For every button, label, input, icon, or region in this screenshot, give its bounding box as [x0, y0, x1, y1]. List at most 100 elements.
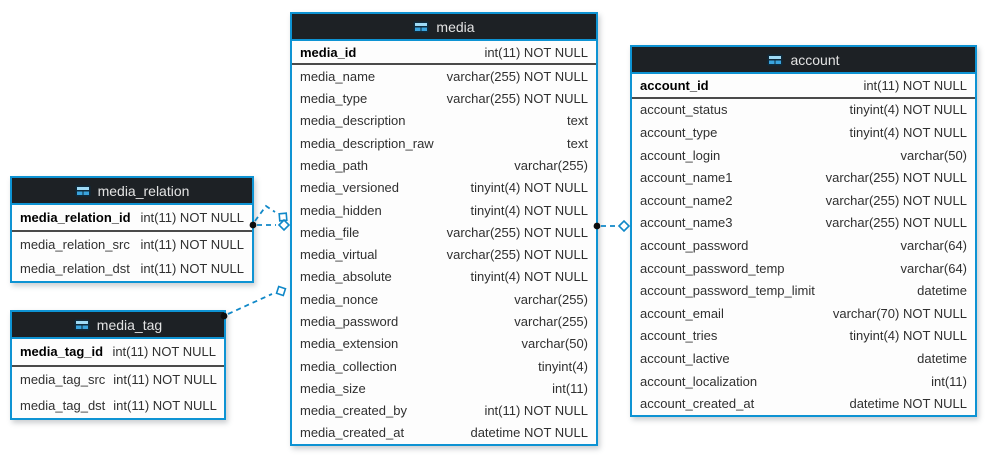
pk-divider — [12, 229, 252, 232]
column-name: account_name3 — [640, 215, 733, 231]
table-header-account[interactable]: account — [632, 47, 975, 74]
column-row-media_tag_src: media_tag_src int(11) NOT NULL — [12, 367, 224, 393]
column-type: int(11) NOT NULL — [112, 344, 216, 360]
column-row-media_versioned: media_versioned tinyint(4) NOT NULL — [292, 177, 596, 199]
table-header-media-relation[interactable]: media_relation — [12, 178, 252, 205]
column-type: varchar(50) — [900, 147, 967, 163]
column-type: int(11) — [552, 380, 588, 396]
column-type: int(11) NOT NULL — [140, 261, 244, 277]
column-name: account_id — [640, 77, 709, 93]
pk-section: account_id int(11) NOT NULL — [632, 74, 975, 97]
column-name: media_name — [300, 68, 376, 84]
column-row-account_name3: account_name3 varchar(255) NOT NULL — [632, 212, 975, 235]
table-media[interactable]: media media_id int(11) NOT NULL media_nam… — [290, 12, 598, 446]
column-type: datetime — [917, 283, 967, 299]
column-type: tinyint(4) NOT NULL — [849, 102, 967, 118]
column-type: text — [567, 113, 588, 129]
column-type: int(11) NOT NULL — [484, 44, 588, 60]
column-name: media_tag_id — [20, 344, 104, 360]
column-row-media_description: media_description text — [292, 110, 596, 132]
column-name: media_description_raw — [300, 135, 434, 151]
column-name: media_nonce — [300, 291, 379, 307]
relation-endpoint-diamond — [275, 285, 287, 297]
column-name: media_hidden — [300, 202, 382, 218]
column-name: media_relation_dst — [20, 261, 130, 277]
column-name: account_name2 — [640, 192, 733, 208]
column-name: media_virtual — [300, 247, 378, 263]
column-name: media_versioned — [300, 180, 400, 196]
column-type: varchar(255) NOT NULL — [446, 224, 588, 240]
column-type: varchar(255) — [514, 291, 588, 307]
relation-endpoint-diamond — [277, 218, 291, 232]
column-name: media_path — [300, 158, 368, 174]
relation-media-relation-to-media[interactable] — [249, 204, 291, 232]
column-name: media_absolute — [300, 269, 392, 285]
column-type: int(11) NOT NULL — [863, 77, 967, 93]
column-type: varchar(255) NOT NULL — [825, 192, 967, 208]
column-row-account_id: account_id int(11) NOT NULL — [632, 74, 975, 97]
column-type: varchar(255) — [514, 314, 588, 330]
table-media-tag[interactable]: media_tag media_tag_id int(11) NOT NULL m… — [10, 310, 226, 420]
column-type: int(11) NOT NULL — [484, 403, 588, 419]
column-type: int(11) NOT NULL — [113, 397, 217, 413]
column-name: account_type — [640, 124, 718, 140]
column-type: int(11) NOT NULL — [140, 236, 244, 252]
column-type: datetime NOT NULL — [849, 396, 967, 412]
column-type: varchar(255) NOT NULL — [446, 91, 588, 107]
table-icon — [767, 54, 783, 66]
column-type: varchar(255) NOT NULL — [825, 170, 967, 186]
column-row-media_nonce: media_nonce varchar(255) — [292, 288, 596, 310]
column-name: media_tag_src — [20, 372, 106, 387]
column-name: media_created_at — [300, 425, 405, 441]
relation-media-to-account[interactable] — [593, 219, 631, 233]
column-name: account_tries — [640, 328, 718, 344]
column-name: media_extension — [300, 336, 399, 352]
column-type: varchar(255) — [514, 158, 588, 174]
table-icon — [75, 185, 91, 197]
column-type: varchar(255) NOT NULL — [825, 215, 967, 231]
column-type: tinyint(4) NOT NULL — [470, 269, 588, 285]
table-account[interactable]: account account_id int(11) NOT NULL accou… — [630, 45, 977, 417]
table-icon — [74, 319, 90, 331]
table-header-media-tag[interactable]: media_tag — [12, 312, 224, 339]
column-name: media_id — [300, 44, 357, 60]
pk-divider — [12, 364, 224, 367]
relation-endpoint-diamond — [617, 219, 631, 233]
column-type: tinyint(4) NOT NULL — [849, 328, 967, 344]
table-title: media_relation — [97, 182, 190, 199]
column-type: int(11) NOT NULL — [113, 372, 217, 387]
column-name: account_password — [640, 237, 749, 253]
column-type: tinyint(4) NOT NULL — [470, 180, 588, 196]
column-name: media_file — [300, 224, 360, 240]
column-name: media_description — [300, 113, 406, 129]
column-name: media_type — [300, 91, 368, 107]
column-type: datetime — [917, 350, 967, 366]
column-row-media_type: media_type varchar(255) NOT NULL — [292, 88, 596, 110]
relation-media-tag-to-media[interactable] — [220, 284, 288, 320]
column-row-media_path: media_path varchar(255) — [292, 154, 596, 176]
column-type: varchar(255) NOT NULL — [446, 247, 588, 263]
table-header-media[interactable]: media — [292, 14, 596, 41]
column-type: int(11) — [931, 373, 967, 389]
column-row-account_name2: account_name2 varchar(255) NOT NULL — [632, 189, 975, 212]
